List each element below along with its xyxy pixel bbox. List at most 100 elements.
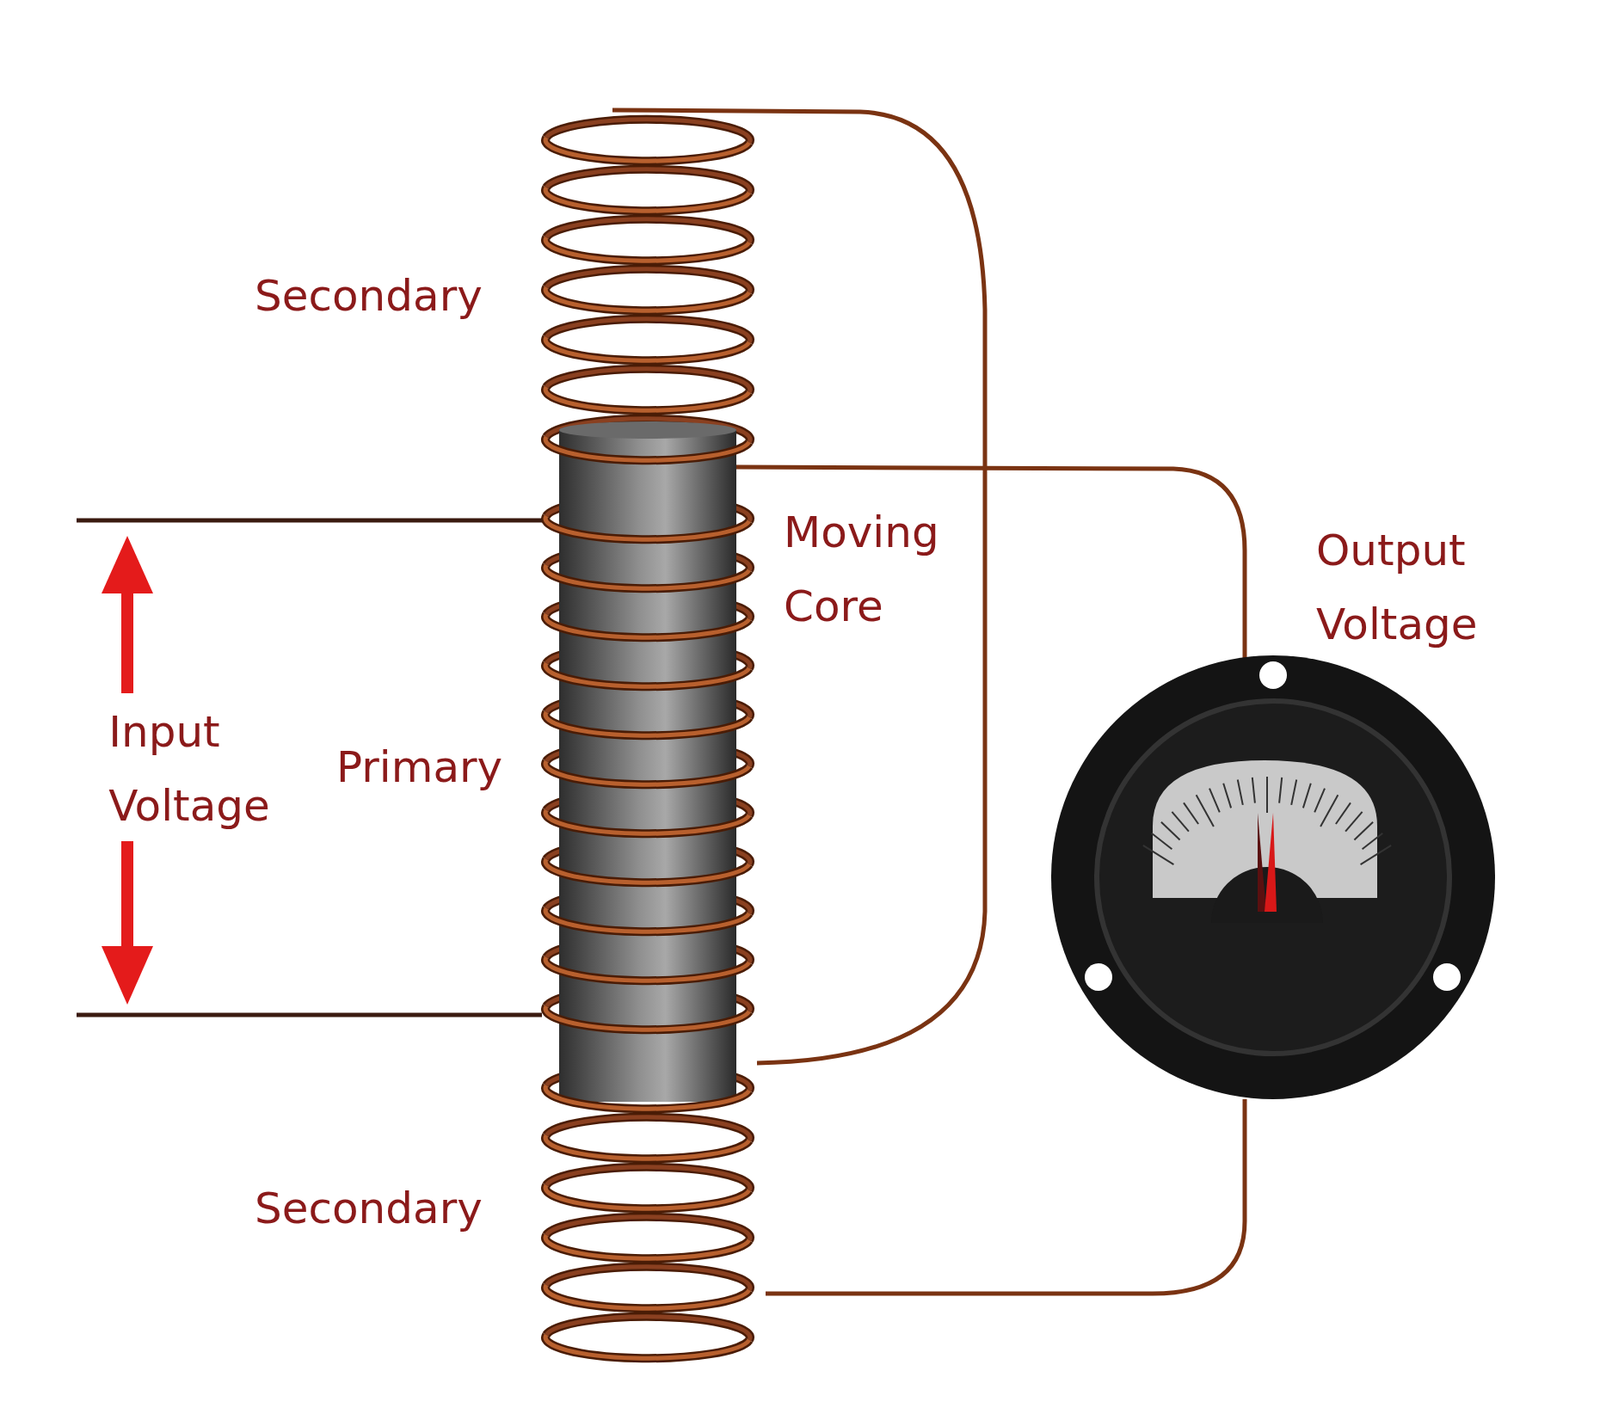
coil-turn bbox=[545, 1235, 750, 1259]
coil-turn bbox=[545, 387, 750, 411]
coil-turn bbox=[545, 712, 750, 736]
coil-turn bbox=[546, 319, 751, 343]
meter-ring bbox=[1096, 701, 1450, 1054]
coil-turn bbox=[546, 1267, 751, 1291]
coil-turn bbox=[545, 1006, 750, 1030]
coil-turn bbox=[545, 516, 750, 540]
coil-turn bbox=[545, 337, 750, 361]
meter-tick bbox=[1183, 802, 1199, 825]
meter-tick bbox=[1353, 822, 1373, 841]
input-wire bbox=[76, 518, 542, 524]
coil-turn bbox=[545, 1185, 750, 1209]
coil-turn bbox=[546, 1316, 751, 1341]
coil-turn bbox=[545, 614, 750, 638]
coil-turn bbox=[545, 287, 750, 311]
arrow-head bbox=[101, 946, 154, 1005]
mount-hole bbox=[1433, 963, 1461, 991]
coil-turn bbox=[546, 119, 751, 143]
coil-turn bbox=[545, 1185, 750, 1209]
coil-turn bbox=[545, 663, 750, 687]
meter-tick bbox=[1171, 812, 1189, 832]
coil-turn bbox=[545, 436, 750, 461]
meter-tick bbox=[1209, 788, 1220, 813]
meter-tick bbox=[1237, 780, 1244, 806]
coil-turn bbox=[545, 187, 750, 211]
coil-turn bbox=[545, 761, 750, 785]
coil-turn bbox=[545, 1285, 750, 1309]
coil-turn bbox=[546, 219, 751, 243]
coil-turn bbox=[545, 1135, 750, 1159]
coil-turn bbox=[546, 169, 751, 193]
coil-turn bbox=[545, 137, 750, 161]
coil-turn bbox=[545, 957, 750, 981]
coil-turn bbox=[545, 137, 750, 161]
moving-core bbox=[559, 430, 737, 1102]
coil-label: Primary bbox=[336, 730, 503, 805]
coil-turn bbox=[546, 1217, 751, 1241]
coil-turn bbox=[546, 219, 751, 243]
coil-turn bbox=[545, 1135, 750, 1159]
coil-turn bbox=[546, 119, 751, 143]
wire bbox=[765, 1099, 1245, 1294]
meter-tick bbox=[1196, 794, 1214, 827]
coil-turn bbox=[545, 663, 750, 687]
coil-turn bbox=[545, 565, 750, 589]
coil-turn bbox=[546, 1217, 751, 1241]
meter-tick bbox=[1335, 802, 1351, 825]
coil-turn bbox=[545, 1285, 750, 1309]
coil-turn bbox=[545, 810, 750, 834]
coil-turn bbox=[545, 565, 750, 589]
input-wire bbox=[76, 1013, 542, 1018]
coil-turn bbox=[545, 1006, 750, 1030]
coil-turn bbox=[546, 169, 751, 193]
coil-label: Secondary bbox=[254, 1171, 483, 1246]
coil-turn bbox=[546, 1167, 751, 1191]
coil-turn bbox=[545, 516, 750, 540]
coil-turn bbox=[546, 269, 751, 293]
input-label: Input Voltage bbox=[108, 695, 271, 844]
coil-turn bbox=[545, 1085, 750, 1109]
wire bbox=[612, 110, 985, 1064]
meter-tick bbox=[1303, 783, 1311, 809]
meter-body bbox=[1051, 655, 1496, 1100]
meter-tick bbox=[1252, 777, 1256, 804]
coil-turn bbox=[545, 761, 750, 785]
coil-turn bbox=[545, 436, 750, 461]
coil-turn bbox=[546, 319, 751, 343]
coil-turn bbox=[545, 1235, 750, 1259]
coil-turn bbox=[545, 287, 750, 311]
meter-tick bbox=[1143, 845, 1175, 865]
coil-turn bbox=[545, 187, 750, 211]
coil-turn bbox=[546, 1117, 751, 1141]
coil-turn bbox=[546, 369, 751, 393]
mount-hole bbox=[1084, 963, 1113, 991]
coil-turn bbox=[545, 957, 750, 981]
meter-tick bbox=[1151, 833, 1173, 850]
meter-tick bbox=[1362, 833, 1384, 850]
meter-needle bbox=[1257, 812, 1267, 912]
coil-turn bbox=[545, 387, 750, 411]
coil-turn bbox=[545, 859, 750, 883]
meter-tick bbox=[1345, 812, 1363, 832]
meter-tick bbox=[1320, 794, 1338, 827]
arrow-shaft bbox=[121, 584, 134, 694]
coil-turn bbox=[545, 614, 750, 638]
coil-turn bbox=[545, 1085, 750, 1109]
coil-turn bbox=[546, 1117, 751, 1141]
coil-turn bbox=[545, 237, 750, 261]
coil-turn bbox=[545, 810, 750, 834]
coil-turn bbox=[546, 369, 751, 393]
meter-tick bbox=[1360, 845, 1392, 865]
coil-turn bbox=[546, 1167, 751, 1191]
coil-turn bbox=[545, 908, 750, 932]
meter-needle bbox=[1264, 812, 1277, 912]
coil-turn bbox=[545, 237, 750, 261]
meter-tick bbox=[1314, 788, 1325, 813]
coil-turn bbox=[546, 269, 751, 293]
coil-turn bbox=[545, 1335, 750, 1359]
coil-turn bbox=[545, 908, 750, 932]
coil-turn bbox=[545, 1335, 750, 1359]
coil-turn bbox=[545, 712, 750, 736]
mount-hole bbox=[1259, 661, 1287, 690]
